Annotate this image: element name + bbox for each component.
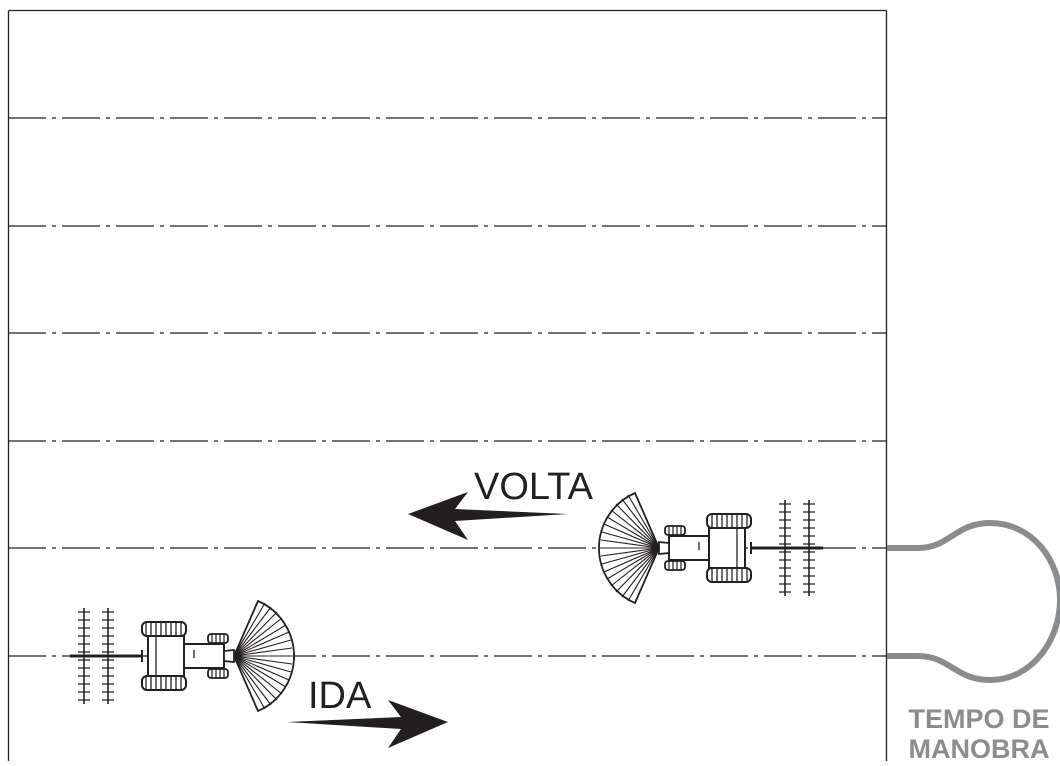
- tractor-ida: [68, 599, 296, 713]
- ida-label: IDA: [308, 675, 372, 717]
- maneuver-loop-path: [887, 519, 1060, 684]
- volta-arrow: [408, 492, 568, 540]
- ida-arrow: [287, 700, 448, 748]
- maneuver-label-line2: MANOBRA: [908, 734, 1050, 764]
- volta-label: VOLTA: [474, 466, 593, 508]
- pass-dividers: [8, 117, 886, 657]
- maneuver-time-label: TEMPO DE MANOBRA: [898, 704, 1060, 764]
- maneuver-label-line1: TEMPO DE: [908, 704, 1050, 734]
- tractor-volta: [597, 491, 825, 605]
- field-boundary: [7, 9, 888, 761]
